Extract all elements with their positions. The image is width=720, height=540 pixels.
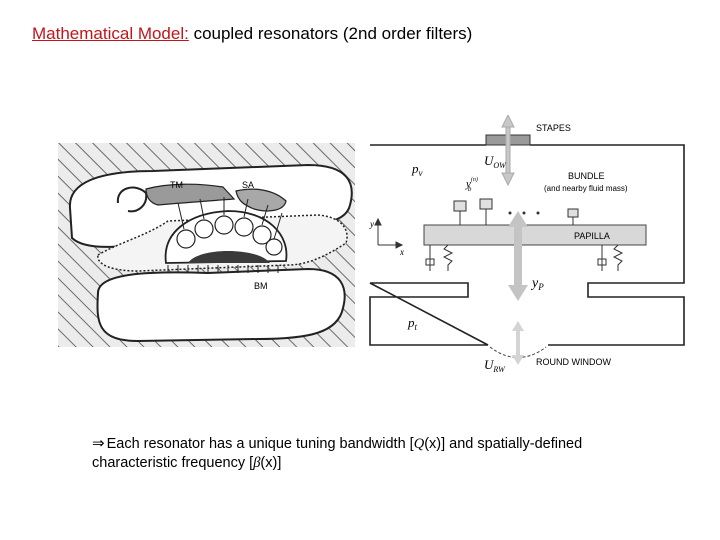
- support-springs: [425, 244, 624, 271]
- slide-title: Mathematical Model: coupled resonators (…: [32, 24, 472, 44]
- basilar-membrane-fill: [188, 251, 270, 263]
- title-rest: coupled resonators (2nd order filters): [188, 24, 473, 43]
- caption-line1-a: Each resonator has a unique tuning bandw…: [106, 436, 414, 452]
- implies-arrow-icon: ⇒: [92, 435, 105, 452]
- basilar-fibres: [167, 265, 279, 273]
- label-tm: TM: [170, 180, 183, 190]
- label-urw: URW: [484, 357, 506, 374]
- hair-cells: [176, 215, 283, 256]
- bundle-masses: [453, 198, 579, 225]
- label-bundle-note: (and nearby fluid mass): [544, 184, 628, 193]
- caption: ⇒Each resonator has a unique tuning band…: [92, 434, 692, 473]
- label-round-window: ROUND WINDOW: [536, 357, 611, 367]
- label-pt: pt: [407, 315, 418, 332]
- limbic-flap: [116, 186, 148, 213]
- chamber-outline: [369, 144, 685, 346]
- label-stapes: STAPES: [536, 123, 571, 133]
- caption-line1-b: (x)] and spatially-defined: [424, 436, 583, 452]
- stapes-arrow: [501, 115, 515, 187]
- label-yb: y(n)b: [465, 176, 478, 193]
- label-papilla: PAPILLA: [574, 231, 610, 241]
- papilla-bar: [423, 224, 647, 246]
- title-highlight: Mathematical Model:: [32, 24, 189, 43]
- papilla-displacement-arrow: [508, 211, 528, 301]
- beta-symbol: β: [253, 455, 261, 471]
- q-symbol: Q: [413, 436, 425, 452]
- label-bm: BM: [254, 281, 268, 291]
- axis-y-label: y: [369, 219, 374, 229]
- lower-duct: [96, 267, 346, 343]
- label-yp: yP: [530, 276, 544, 292]
- tectorial-membrane: [145, 183, 236, 206]
- caption-line2-a: characteristic frequency [: [92, 455, 254, 471]
- label-sa: SA: [242, 180, 254, 190]
- label-pv: pv: [411, 161, 423, 178]
- sallet-structure: [235, 188, 287, 212]
- stereocilia: [177, 197, 283, 240]
- label-bundle: BUNDLE: [568, 171, 605, 181]
- label-uow: UOW: [484, 153, 507, 170]
- coupled-resonator-schematic: y x STAPES BUNDLE (and nearby fluid mass…: [369, 115, 685, 374]
- round-window-arrow: [512, 321, 524, 365]
- cochlea-cross-section-figure: TM SA BM: [58, 143, 355, 347]
- axis-x-label: x: [399, 247, 404, 257]
- caption-line2-b: (x)]: [260, 455, 282, 471]
- coordinate-axes: [374, 217, 404, 249]
